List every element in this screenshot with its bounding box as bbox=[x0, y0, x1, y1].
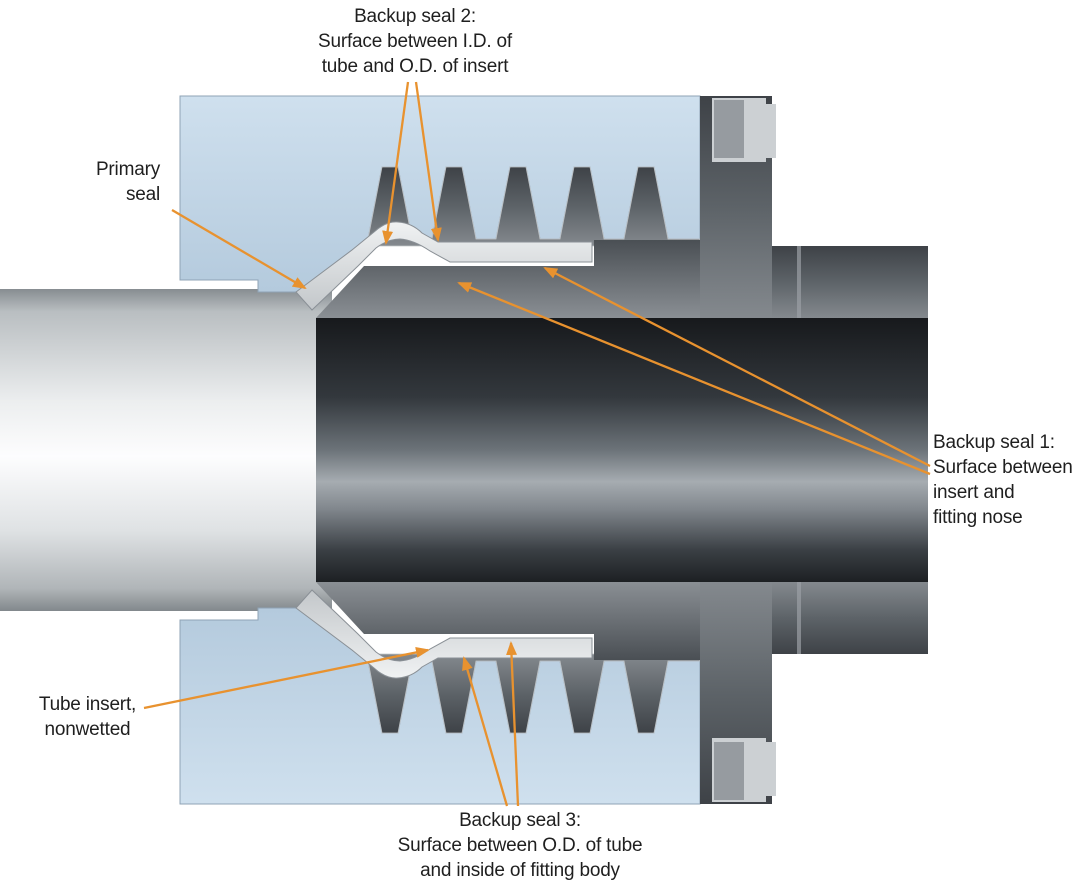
fitting-body-hex bbox=[772, 246, 928, 318]
arrow-primary-seal bbox=[171, 209, 307, 290]
label-backup-seal-1: Backup seal 1: Surface between insert an… bbox=[933, 430, 1085, 530]
label-primary-seal-line1: Primary bbox=[95, 159, 160, 180]
label-backup-seal-1-line1: Backup seal 1: bbox=[933, 432, 1055, 453]
arrow-backup-seal-1-upper bbox=[543, 266, 931, 468]
label-primary-seal-line2: seal bbox=[125, 184, 160, 205]
annotation-arrows bbox=[143, 81, 931, 807]
fitting-section-lower-half bbox=[179, 581, 929, 805]
bore-interior bbox=[316, 318, 928, 582]
hex-flange-highlight bbox=[797, 246, 801, 318]
label-backup-seal-2-line1: Backup seal 2: bbox=[354, 6, 476, 27]
arrow-tube-insert bbox=[143, 647, 430, 710]
arrow-backup-seal-2-right bbox=[414, 81, 442, 242]
label-primary-seal: Primary seal bbox=[55, 157, 160, 207]
fitting-section-upper-half bbox=[179, 95, 928, 318]
label-backup-seal-2-line2: Surface between I.D. of bbox=[318, 31, 512, 52]
collar-tab bbox=[766, 104, 776, 158]
label-backup-seal-1-line3: insert and bbox=[933, 482, 1015, 503]
label-backup-seal-3: Backup seal 3: Surface between O.D. of t… bbox=[375, 808, 665, 883]
label-backup-seal-1-line4: fitting nose bbox=[933, 507, 1023, 528]
label-backup-seal-1-line2: Surface between bbox=[933, 457, 1073, 478]
label-backup-seal-3-line2: Surface between O.D. of tube bbox=[397, 835, 643, 856]
arrow-backup-seal-3-right bbox=[506, 641, 520, 807]
tube bbox=[0, 289, 332, 611]
label-backup-seal-3-line1: Backup seal 3: bbox=[459, 810, 581, 831]
arrow-backup-seal-3-left bbox=[462, 656, 509, 807]
label-backup-seal-3-line3: and inside of fitting body bbox=[420, 860, 620, 881]
retaining-ring bbox=[714, 100, 744, 158]
label-tube-insert: Tube insert, nonwetted bbox=[15, 692, 160, 742]
arrow-backup-seal-1-lower bbox=[457, 281, 931, 476]
label-backup-seal-2-line3: tube and O.D. of insert bbox=[321, 56, 509, 77]
arrow-backup-seal-2-left bbox=[382, 81, 410, 245]
label-tube-insert-line2: nonwetted bbox=[44, 719, 131, 740]
label-backup-seal-2: Backup seal 2: Surface between I.D. of t… bbox=[285, 4, 545, 79]
label-tube-insert-line1: Tube insert, bbox=[38, 694, 137, 715]
